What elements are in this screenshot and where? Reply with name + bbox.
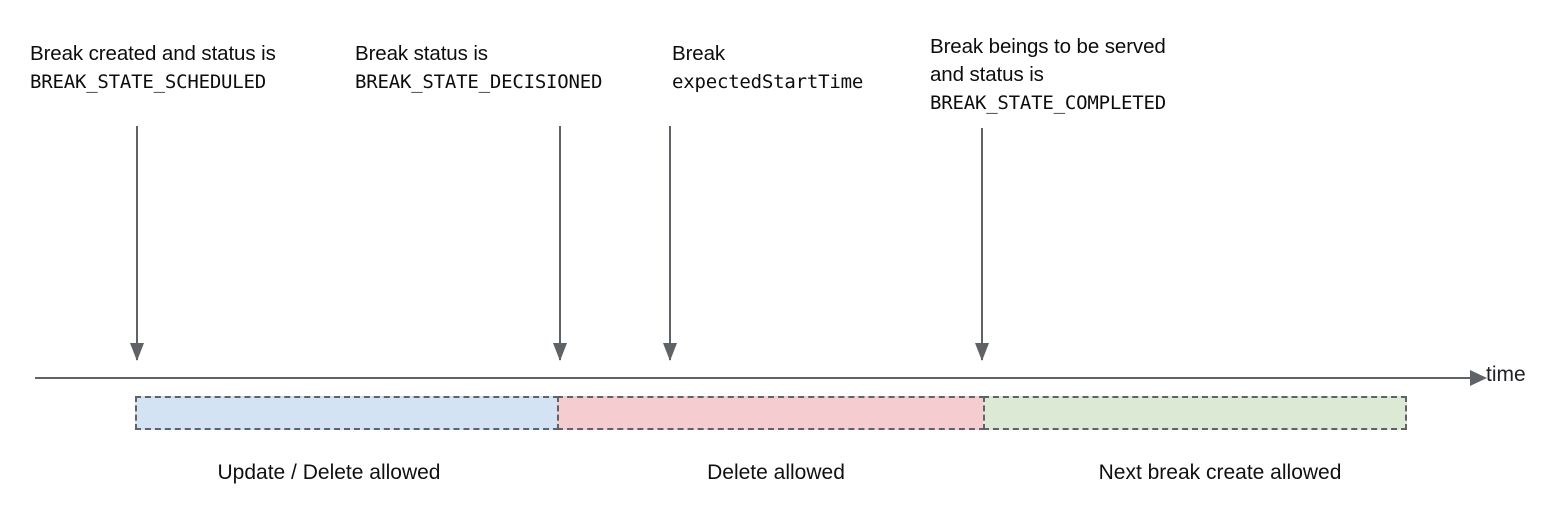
arrow-stem [559, 126, 561, 360]
arrow-down-icon-break-created [130, 126, 144, 361]
arrow-head [130, 343, 144, 361]
arrow-down-icon-expected-start-time [663, 126, 677, 361]
time-axis-line [35, 377, 1470, 379]
arrow-right-icon [1470, 370, 1487, 386]
arrow-stem [981, 128, 983, 360]
arrow-stem [669, 126, 671, 360]
phase-caption-update-delete-allowed: Update / Delete allowed [217, 461, 441, 484]
phase-bar-next-break-create-allowed [983, 396, 1407, 430]
arrow-down-icon-break-completed [975, 128, 989, 361]
event-label-line: Break beings to be served [930, 35, 1166, 58]
time-axis-label: time [1486, 363, 1526, 386]
event-label-line: BREAK_STATE_COMPLETED [930, 92, 1167, 114]
event-label-break-created: Break created and status is BREAK_STATE_S… [30, 40, 276, 96]
arrow-head [553, 343, 567, 361]
phase-bar-update-delete-allowed [135, 396, 559, 430]
event-label-line: Break status is [355, 42, 488, 65]
phase-caption-delete-allowed: Delete allowed [707, 461, 845, 484]
event-label-line: BREAK_STATE_DECISIONED [355, 71, 603, 93]
arrow-head [663, 343, 677, 361]
event-label-line: Break created and status is [30, 42, 276, 65]
event-label-break-completed: Break beings to be served and status is BR… [930, 33, 1166, 117]
event-label-line: and status is [930, 63, 1044, 86]
phase-caption-next-break-create-allowed: Next break create allowed [1098, 461, 1342, 484]
event-label-line: expectedStartTime [672, 71, 864, 93]
event-label-line: Break [672, 42, 726, 65]
event-label-break-decisioned: Break status is BREAK_STATE_DECISIONED [355, 40, 602, 96]
event-label-line: BREAK_STATE_SCHEDULED [30, 71, 267, 93]
event-label-expected-start-time: Break expectedStartTime [672, 40, 863, 96]
arrow-head [975, 343, 989, 361]
arrow-stem [136, 126, 138, 360]
arrow-down-icon-break-decisioned [553, 126, 567, 361]
phase-bar-delete-allowed [557, 396, 985, 430]
